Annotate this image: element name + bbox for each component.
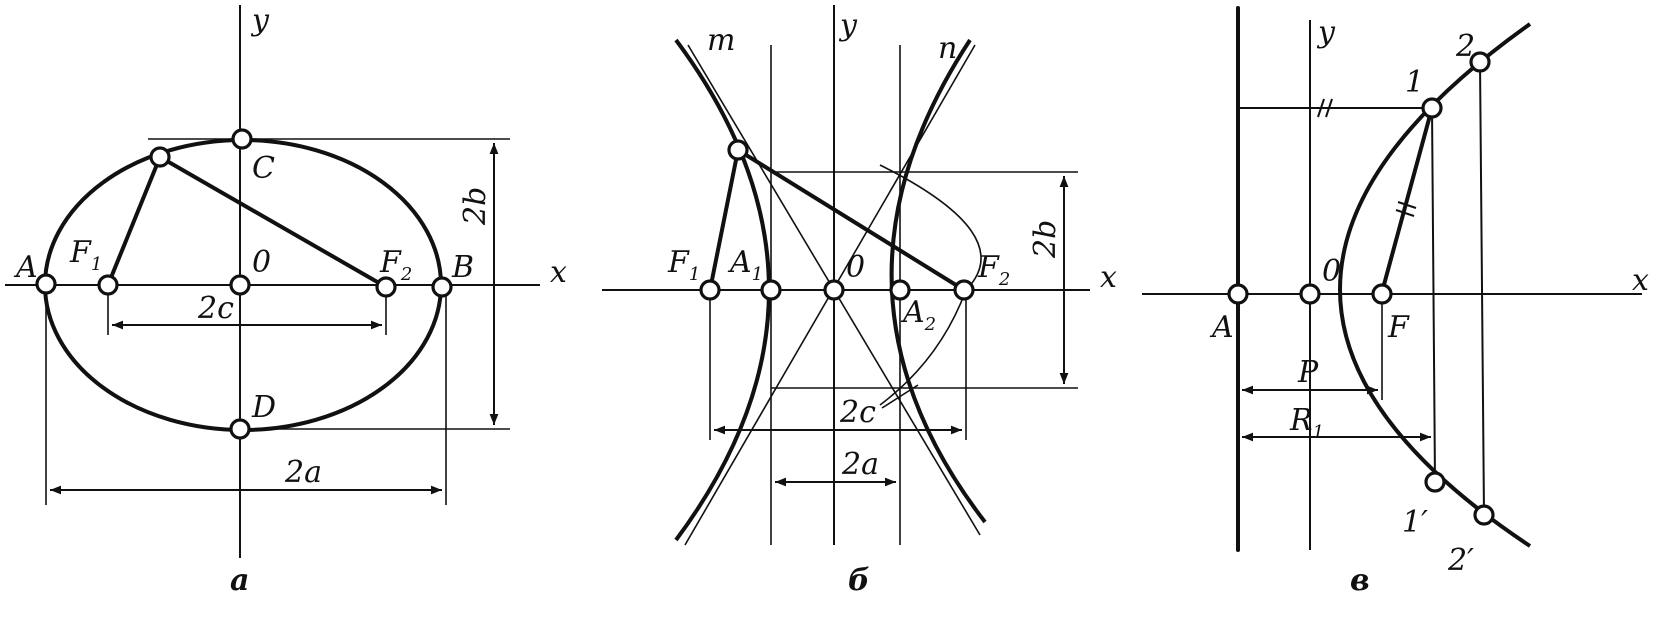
parabola-tick-perpendicular-2 <box>1325 98 1333 118</box>
parabola-panel: x y A 0 F 1 2 1′ 2′ P R1 <box>1142 6 1649 598</box>
ellipse-point-d <box>229 418 251 440</box>
hyperbola-label-2c: 2c <box>839 395 876 430</box>
ellipse-label-2b: 2b <box>458 187 493 226</box>
ellipse-label-2c: 2c <box>197 291 234 326</box>
hyperbola-focus-2 <box>953 279 975 301</box>
hyperbola-vertex-1 <box>760 279 782 301</box>
parabola-label-2-prime: 2′ <box>1447 543 1474 578</box>
hyperbola-label-m: m <box>707 23 735 58</box>
ellipse-label-2a: 2a <box>284 455 322 490</box>
parabola-point-2 <box>1469 51 1491 73</box>
ellipse-label-b: B <box>451 250 474 285</box>
ellipse-point-b <box>431 276 453 298</box>
ellipse-point-c <box>231 128 253 150</box>
ellipse-point-a <box>35 273 57 295</box>
parabola-label-r1: R1 <box>1289 403 1324 443</box>
parabola-label-origin: 0 <box>1322 254 1341 289</box>
parabola-label-a: A <box>1209 310 1234 345</box>
parabola-caption: в <box>1350 563 1370 598</box>
hyperbola-label-2a: 2a <box>841 447 879 482</box>
hyperbola-radius-f2 <box>736 148 966 292</box>
ellipse-focus-2 <box>375 276 397 298</box>
parabola-axis-x-label: x <box>1632 263 1649 298</box>
hyperbola-focus-1 <box>699 279 721 301</box>
ellipse-origin-point <box>229 274 251 296</box>
parabola-point-1 <box>1421 97 1443 119</box>
parabola-point-2-prime <box>1473 504 1495 526</box>
hyperbola-label-a2: A2 <box>900 295 936 335</box>
parabola-label-1: 1 <box>1405 65 1424 100</box>
hyperbola-axis-y-label: y <box>838 8 858 43</box>
ellipse-label-a: A <box>13 250 38 285</box>
ellipse-axis-x-label: x <box>550 255 567 290</box>
ellipse-label-f1: F1 <box>69 235 102 275</box>
parabola-label-1-prime: 1′ <box>1402 505 1428 540</box>
parabola-point1-vertical <box>1431 107 1436 483</box>
ellipse-radius-f2 <box>158 155 388 289</box>
parabola-tick-radius-1 <box>1395 209 1415 217</box>
hyperbola-label-a1: A1 <box>727 245 763 285</box>
parabola-focus-point <box>1371 283 1393 305</box>
ellipse-label-f2: F2 <box>379 245 412 285</box>
parabola-label-2: 2 <box>1455 29 1475 64</box>
parabola-origin-point <box>1299 283 1321 305</box>
hyperbola-2c-leader <box>881 384 919 409</box>
parabola-tick-perpendicular-1 <box>1317 98 1325 118</box>
parabola-point-a <box>1227 283 1249 305</box>
parabola-point2-vertical <box>1479 61 1485 516</box>
parabola-focal-radius <box>1380 106 1434 294</box>
hyperbola-curve-point <box>727 139 749 161</box>
ellipse-label-d: D <box>251 390 276 425</box>
parabola-tick-radius-2 <box>1397 201 1417 209</box>
ellipse-axis-y-label: y <box>250 3 270 38</box>
ellipse-label-origin: 0 <box>252 245 271 280</box>
parabola-axis-y-label: y <box>1316 15 1336 50</box>
ellipse-panel: x y A B C D 0 F1 F2 2c 2a <box>5 3 567 598</box>
parabola-label-f: F <box>1387 310 1410 345</box>
ellipse-curve-point <box>149 146 171 168</box>
parabola-point-1-prime <box>1424 471 1446 493</box>
hyperbola-panel: x y m n F1 <box>602 5 1117 598</box>
hyperbola-label-f2: F2 <box>977 250 1010 290</box>
hyperbola-origin-point <box>823 279 845 301</box>
hyperbola-caption: б <box>848 563 870 598</box>
parabola-label-p: P <box>1297 355 1319 390</box>
ellipse-caption: а <box>230 563 249 598</box>
ellipse-focus-1 <box>97 274 119 296</box>
ellipse-label-c: C <box>252 151 275 186</box>
hyperbola-vertex-2 <box>889 279 911 301</box>
ellipse-radius-f1 <box>106 155 162 287</box>
hyperbola-axis-x-label: x <box>1100 260 1117 295</box>
hyperbola-label-origin: 0 <box>846 250 865 285</box>
hyperbola-label-2b: 2b <box>1028 220 1063 259</box>
hyperbola-label-f1: F1 <box>667 245 700 285</box>
hyperbola-radius-f1 <box>708 148 740 292</box>
hyperbola-label-n: n <box>938 31 957 66</box>
